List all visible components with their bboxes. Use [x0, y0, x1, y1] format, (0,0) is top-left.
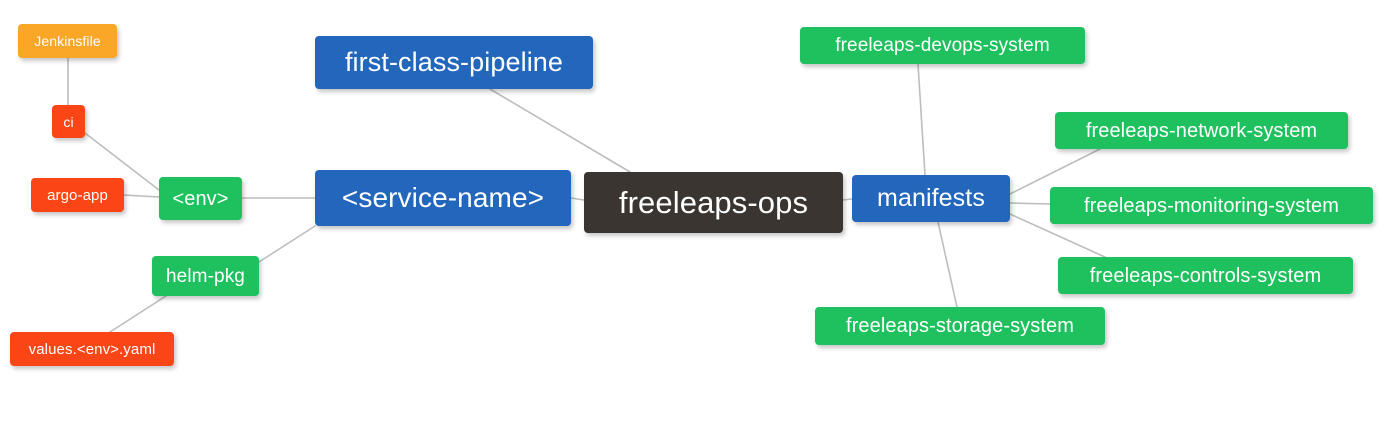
edge-helm-pkg-to-values-yaml: [109, 295, 167, 333]
node-service-name[interactable]: <service-name>: [315, 170, 571, 226]
node-helm-pkg[interactable]: helm-pkg: [152, 256, 259, 296]
node-label: Jenkinsfile: [34, 33, 101, 49]
node-freeleaps-controls-system[interactable]: freeleaps-controls-system: [1058, 257, 1353, 294]
node-env[interactable]: <env>: [159, 177, 242, 220]
node-label: <env>: [172, 187, 229, 210]
edge-first-class-pipeline-to-freeleaps-ops: [489, 88, 631, 173]
node-label: freeleaps-storage-system: [845, 315, 1075, 337]
node-label: freeleaps-controls-system: [1089, 264, 1322, 287]
node-freeleaps-ops[interactable]: freeleaps-ops: [584, 172, 843, 233]
edge-manifests-to-freeleaps-devops-system: [917, 63, 926, 176]
node-label: freeleaps-monitoring-system: [1083, 194, 1339, 217]
node-freeleaps-devops-system[interactable]: freeleaps-devops-system: [800, 27, 1085, 64]
node-freeleaps-network-system[interactable]: freeleaps-network-system: [1055, 112, 1348, 149]
node-label: freeleaps-network-system: [1085, 119, 1318, 142]
edge-service-name-to-helm-pkg: [258, 225, 316, 263]
node-label: <service-name>: [341, 182, 545, 213]
edge-manifests-to-freeleaps-storage-system: [937, 221, 958, 308]
node-label: values.<env>.yaml: [28, 340, 156, 358]
node-first-class-pipeline[interactable]: first-class-pipeline: [315, 36, 593, 89]
node-argo-app[interactable]: argo-app: [31, 178, 124, 212]
edge-service-name-to-freeleaps-ops: [570, 197, 585, 201]
node-label: manifests: [877, 184, 985, 212]
edge-manifests-to-freeleaps-monitoring-system: [1009, 202, 1051, 205]
node-manifests[interactable]: manifests: [852, 175, 1010, 222]
node-freeleaps-storage-system[interactable]: freeleaps-storage-system: [815, 307, 1105, 345]
node-values-yaml[interactable]: values.<env>.yaml: [10, 332, 174, 366]
node-label: freeleaps-devops-system: [835, 35, 1050, 56]
node-label: argo-app: [47, 186, 108, 204]
node-label: helm-pkg: [166, 265, 245, 287]
node-ci[interactable]: ci: [52, 105, 85, 138]
edge-argo-app-to-env: [123, 194, 160, 198]
node-freeleaps-monitoring-system[interactable]: freeleaps-monitoring-system: [1050, 187, 1373, 224]
node-label: first-class-pipeline: [344, 47, 564, 77]
node-jenkinsfile[interactable]: Jenkinsfile: [18, 24, 117, 58]
node-label: freeleaps-ops: [618, 185, 809, 220]
edge-freeleaps-ops-to-manifests: [842, 198, 853, 201]
node-label: ci: [63, 113, 74, 130]
